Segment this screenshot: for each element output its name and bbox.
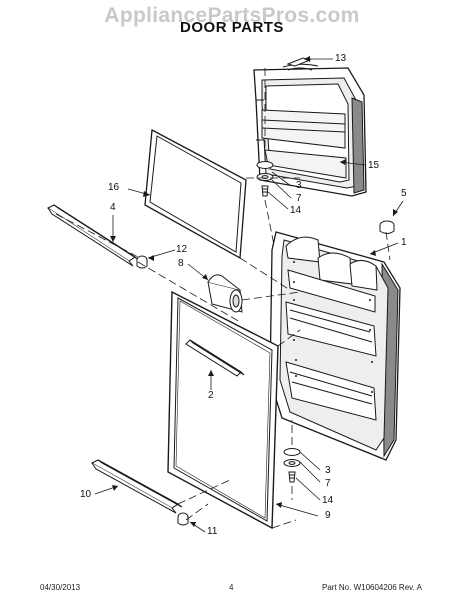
door-bin-part-8 bbox=[207, 274, 243, 313]
callout-5: 5 bbox=[401, 188, 407, 199]
callout-12: 12 bbox=[176, 244, 188, 255]
footer-date: 04/30/2013 bbox=[40, 583, 81, 592]
leader-arrowheads bbox=[110, 56, 398, 527]
callout-16: 16 bbox=[108, 182, 120, 193]
callout-9: 9 bbox=[325, 510, 331, 521]
callout-11: 11 bbox=[207, 526, 218, 537]
fresh-food-handle-part-10 bbox=[90, 459, 183, 514]
fresh-food-door-part-1 bbox=[269, 231, 401, 461]
callout-1: 1 bbox=[401, 237, 407, 248]
watermark-text: AppliancePartsPros.com bbox=[104, 4, 360, 27]
footer-part-number: Part No. W10604206 Rev. A bbox=[322, 583, 422, 592]
callout-7-bottom: 7 bbox=[325, 478, 331, 489]
callout-4: 4 bbox=[110, 202, 116, 213]
plug-part-5 bbox=[379, 220, 395, 234]
hinge-hardware-top bbox=[256, 161, 274, 197]
hinge-hardware-bottom bbox=[283, 448, 301, 483]
callout-3-top: 3 bbox=[296, 180, 302, 191]
page-title: DOOR PARTS bbox=[180, 19, 284, 36]
callout-13: 13 bbox=[335, 53, 347, 64]
callout-14-bottom: 14 bbox=[322, 495, 334, 506]
assembly-lines bbox=[55, 68, 391, 529]
callout-8: 8 bbox=[178, 258, 184, 269]
handle-cap-part-11 bbox=[177, 512, 189, 526]
callout-2: 2 bbox=[208, 390, 214, 401]
callout-7-top: 7 bbox=[296, 193, 302, 204]
freezer-handle-part-4 bbox=[46, 204, 140, 267]
mullion-strip-part-2 bbox=[185, 339, 245, 377]
freezer-door-part-15 bbox=[253, 63, 367, 197]
fresh-food-gasket-part-9 bbox=[167, 290, 279, 530]
footer-page-number: 4 bbox=[229, 583, 234, 592]
freezer-gasket-part-16 bbox=[144, 128, 247, 260]
callout-3-bottom: 3 bbox=[325, 465, 331, 476]
callout-10: 10 bbox=[80, 489, 92, 500]
callout-14-top: 14 bbox=[290, 205, 302, 216]
callout-15: 15 bbox=[368, 160, 380, 171]
